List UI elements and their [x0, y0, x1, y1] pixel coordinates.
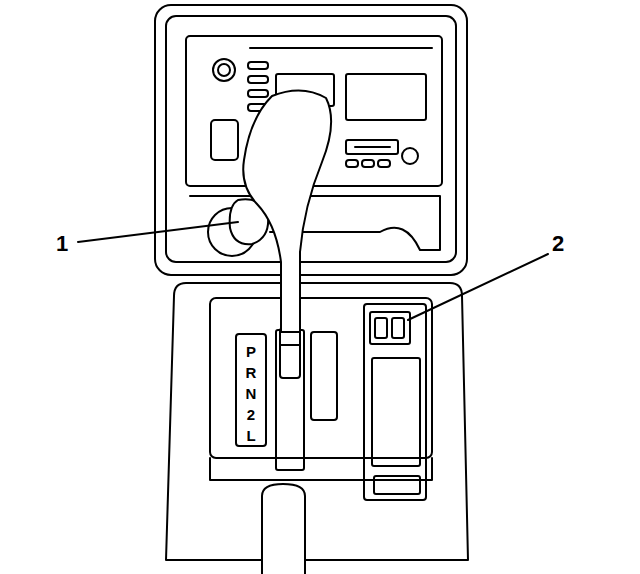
gear-letter: R — [246, 365, 257, 380]
callout-number: 2 — [552, 233, 564, 255]
gear-letter: P — [246, 344, 256, 359]
gear-letter: L — [246, 428, 255, 443]
callout-number: 1 — [56, 233, 68, 255]
gear-letter: 2 — [247, 407, 255, 422]
gear-letter: N — [246, 386, 257, 401]
